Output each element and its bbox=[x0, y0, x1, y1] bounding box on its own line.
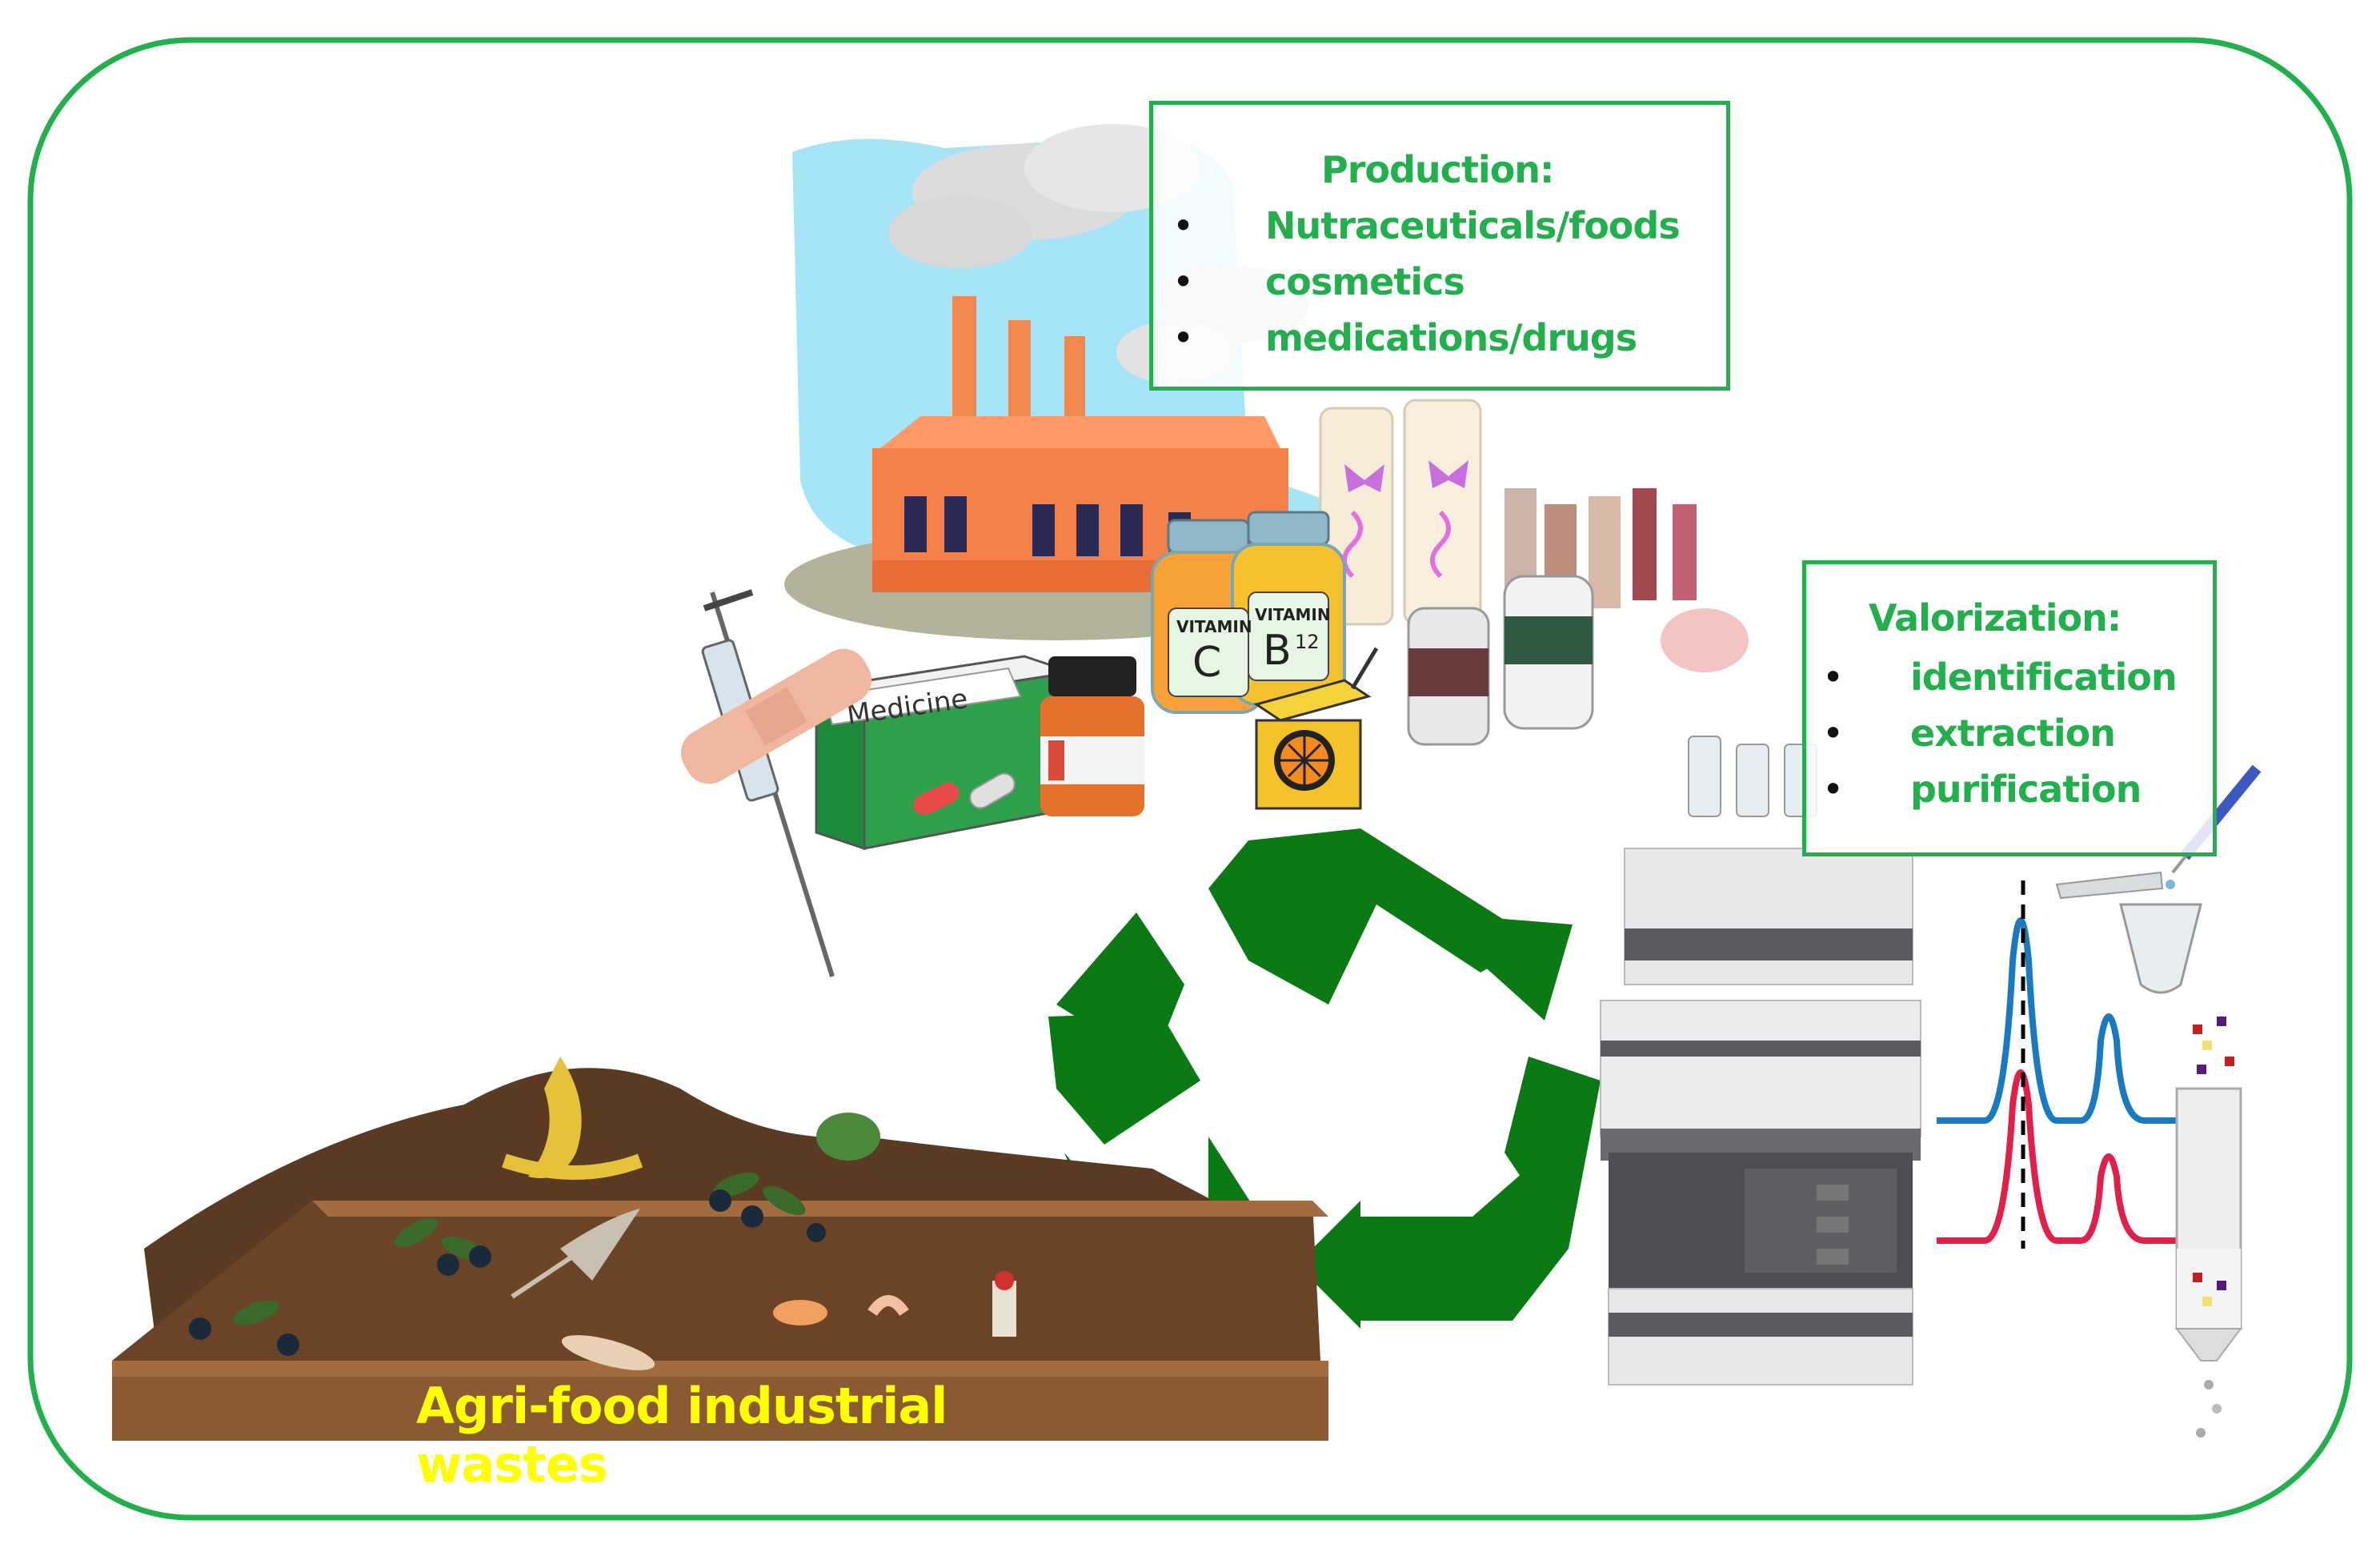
syringe-icon bbox=[680, 589, 872, 977]
valorization-box: Valorization: • identification • extract… bbox=[1802, 560, 2217, 856]
production-item-cosmetics: • cosmetics bbox=[1172, 260, 1465, 303]
vitamin-b-letter: B bbox=[1263, 627, 1292, 675]
production-title: Production: bbox=[1321, 148, 1554, 191]
vitamin-b-sub: 12 bbox=[1295, 631, 1320, 653]
valorization-item-text: extraction bbox=[1910, 712, 2116, 755]
recycle-icon bbox=[1048, 828, 1601, 1361]
chromatogram-icon bbox=[1937, 880, 2209, 1249]
valorization-item-extraction: • extraction bbox=[1822, 712, 2116, 755]
production-box: Production: • Nutraceuticals/foods • cos… bbox=[1149, 101, 1730, 391]
production-item-nutraceuticals: • Nutraceuticals/foods bbox=[1172, 204, 1681, 247]
production-item-text: medications/drugs bbox=[1265, 316, 1637, 359]
hplc-instrument-icon bbox=[1600, 736, 1921, 1386]
juice-box-icon bbox=[1253, 647, 1379, 810]
production-list: • Nutraceuticals/foods • cosmetics • med… bbox=[1153, 198, 1681, 366]
production-item-medications: • medications/drugs bbox=[1172, 316, 1637, 359]
medicine-box-icon: Medicine bbox=[815, 655, 1144, 851]
valorization-list: • identification • extraction • purifica… bbox=[1806, 649, 2178, 817]
vitamin-c-label: VITAMIN bbox=[1176, 617, 1252, 636]
spe-column-icon bbox=[2175, 1017, 2242, 1438]
valorization-item-purification: • purification bbox=[1822, 768, 2142, 811]
valorization-item-text: purification bbox=[1910, 768, 2142, 811]
vitamin-bottles-icon: VITAMIN C VITAMIN B 12 bbox=[1151, 511, 1346, 714]
valorization-item-identification: • identification bbox=[1822, 656, 2178, 699]
valorization-item-text: identification bbox=[1910, 656, 2178, 699]
compost-tray-icon bbox=[112, 1057, 1328, 1441]
waste-caption: Agri-food industrial wastes bbox=[416, 1377, 948, 1494]
valorization-title: Valorization: bbox=[1869, 596, 2122, 640]
production-item-text: Nutraceuticals/foods bbox=[1265, 204, 1681, 247]
tube-icon bbox=[2055, 871, 2202, 994]
vitamin-c-letter: C bbox=[1192, 639, 1221, 687]
production-item-text: cosmetics bbox=[1265, 260, 1465, 303]
vitamin-b-label: VITAMIN bbox=[1255, 605, 1331, 624]
